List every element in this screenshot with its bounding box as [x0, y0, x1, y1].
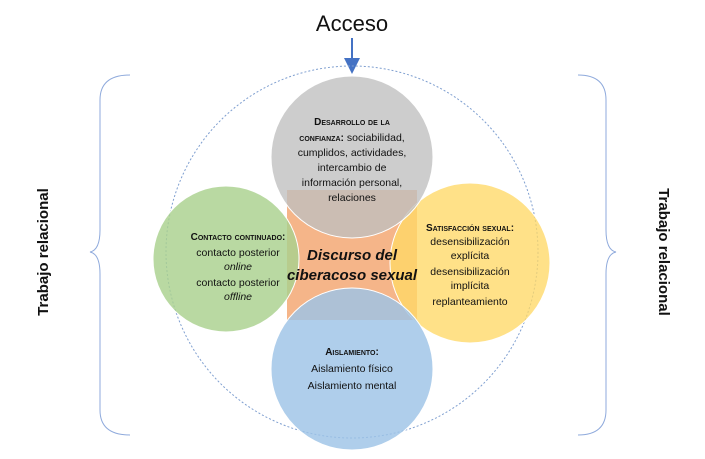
- bottom-line2: Aislamiento mental: [308, 380, 397, 392]
- circle-top: [270, 75, 434, 239]
- top-title-line2: confianza:: [299, 132, 344, 144]
- center-title-line1: Discurso del: [307, 247, 398, 264]
- right-line3: desensibilización: [430, 266, 510, 278]
- top-line2-rest: sociabilidad,: [344, 132, 405, 144]
- left-line4: offline: [224, 291, 252, 303]
- top-line4: intercambio de: [318, 162, 387, 174]
- right-line1: desensibilización: [430, 236, 510, 248]
- left-line1: contacto posterior: [196, 247, 280, 259]
- side-label-right: Trabajo relacional: [655, 188, 672, 316]
- circle-bottom: [270, 287, 434, 451]
- left-brace: [89, 74, 131, 436]
- right-line4: implícita: [451, 280, 490, 292]
- access-label: Acceso: [316, 11, 388, 36]
- bottom-line1: Aislamiento físico: [311, 363, 393, 375]
- top-line2: confianza: sociabilidad,: [299, 132, 404, 144]
- side-label-left: Trabajo relacional: [35, 188, 52, 316]
- top-title-line1: Desarrollo de la: [314, 117, 390, 128]
- top-line3: cumplidos, actividades,: [298, 147, 407, 159]
- center-title-line2: ciberacoso sexual: [287, 267, 418, 284]
- right-title: Satisfacción sexual:: [426, 223, 514, 234]
- right-brace: [577, 74, 617, 436]
- top-line5: información personal,: [302, 177, 402, 189]
- circle-right: [389, 182, 551, 344]
- left-line3: contacto posterior: [196, 277, 280, 289]
- right-line5: replanteamiento: [432, 296, 507, 308]
- left-line2: online: [224, 261, 252, 273]
- left-title: Contacto continuado:: [191, 232, 286, 243]
- top-line6: relaciones: [328, 192, 376, 204]
- circle-left: [152, 185, 300, 333]
- right-line2: explícita: [451, 250, 490, 262]
- bottom-title: Aislamiento:: [325, 347, 379, 358]
